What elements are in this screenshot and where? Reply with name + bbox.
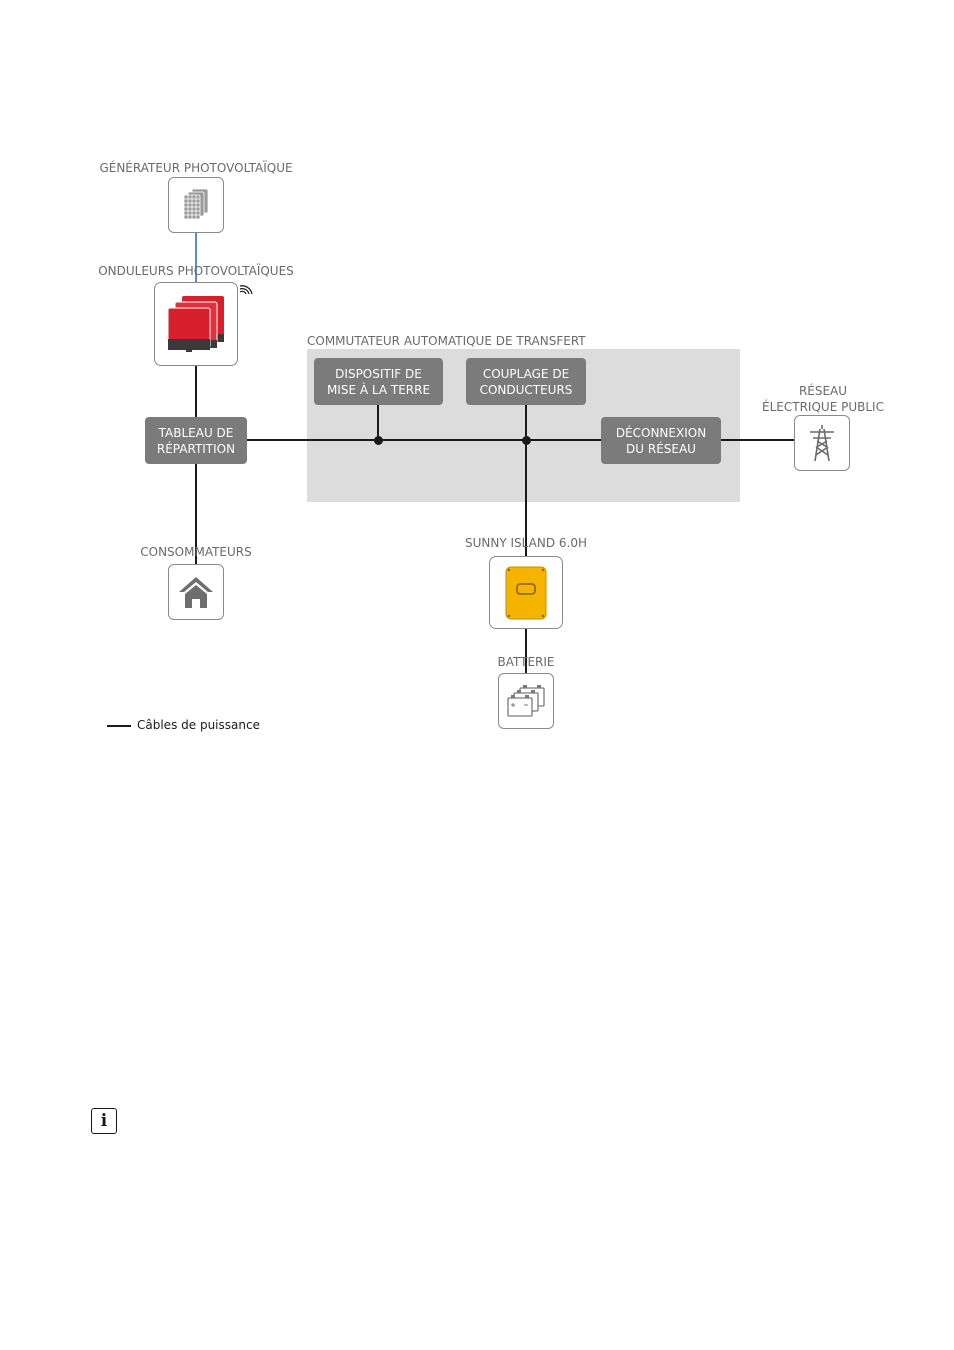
grid-label-line2: ÉLECTRIQUE PUBLIC: [762, 400, 884, 414]
power-pylon-icon: [810, 425, 834, 462]
info-icon-glyph: i: [100, 1111, 108, 1131]
ats-label: COMMUTATEUR AUTOMATIQUE DE TRANSFERT: [307, 334, 586, 348]
island-to-battery-wire: [525, 628, 527, 674]
sunny-island-box: [489, 556, 563, 629]
coupling-junction: [522, 436, 531, 445]
inverter-to-board-wire: [195, 365, 197, 418]
pv-generator-box: [168, 177, 224, 233]
neutral-coupling-line1: COUPLAGE DE: [482, 366, 570, 381]
pv-inverters-box: [154, 282, 238, 366]
grounding-drop-wire: [377, 404, 379, 440]
wifi-signal-icon: [239, 285, 253, 295]
sunny-island-inverter-icon: [505, 566, 547, 619]
neutral-coupling-line2: CONDUCTEURS: [479, 382, 573, 397]
grid-box: [794, 415, 850, 471]
sunny-island-label: SUNNY ISLAND 6.0H: [465, 536, 587, 550]
legend-power-cable-label: Câbles de puissance: [137, 718, 260, 732]
solar-panel-icon: [183, 188, 209, 220]
battery-box: [498, 673, 554, 729]
grid-disconnection-line2: DU RÉSEAU: [626, 441, 696, 456]
inverter-stack-icon: [167, 296, 224, 352]
battery-stack-icon: [507, 685, 545, 717]
consumers-label: CONSOMMATEURS: [140, 545, 252, 559]
legend-power-cable-line: [107, 725, 131, 727]
coupling-to-island-wire: [525, 404, 527, 557]
grounding-device-line2: MISE À LA TERRE: [326, 382, 431, 397]
board-to-consumers-wire: [195, 463, 197, 565]
pv-generator-label: GÉNÉRATEUR PHOTOVOLTAÏQUE: [99, 161, 293, 175]
house-icon: [179, 577, 213, 608]
grid-disconnection-line1: DÉCONNEXION: [615, 425, 707, 440]
pv-inverters-label: ONDULEURS PHOTOVOLTAÏQUES: [98, 264, 294, 278]
consumers-box: [168, 564, 224, 620]
grid-label-line1: RÉSEAU: [798, 384, 848, 398]
grid-disconnection-box: DÉCONNEXION DU RÉSEAU: [601, 417, 721, 464]
distribution-board-line2: RÉPARTITION: [156, 441, 236, 456]
pv-link-wire: [195, 232, 197, 282]
main-bus-wire: [246, 439, 794, 441]
grounding-device-box: DISPOSITIF DE MISE À LA TERRE: [314, 358, 443, 405]
info-icon: i: [91, 1108, 117, 1134]
distribution-board-box: TABLEAU DE RÉPARTITION: [145, 417, 247, 464]
grounding-junction: [374, 436, 383, 445]
battery-label: BATTERIE: [497, 655, 555, 669]
distribution-board-line1: TABLEAU DE: [158, 425, 234, 440]
neutral-coupling-box: COUPLAGE DE CONDUCTEURS: [466, 358, 586, 405]
grounding-device-line1: DISPOSITIF DE: [335, 366, 422, 381]
